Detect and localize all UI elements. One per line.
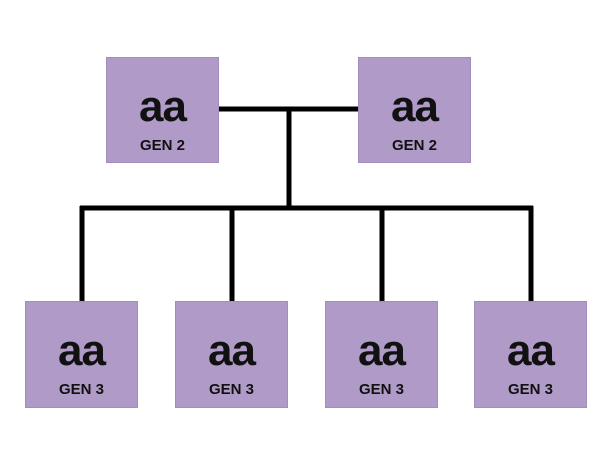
child-box: aa GEN 3	[25, 301, 138, 408]
parent-box: aa GEN 2	[106, 57, 219, 163]
parent-box: aa GEN 2	[358, 57, 471, 163]
genotype-label: aa	[208, 326, 256, 375]
child-box: aa GEN 3	[325, 301, 438, 408]
genotype-label: aa	[58, 326, 106, 375]
genotype-label: aa	[507, 326, 555, 375]
generation-label: GEN 2	[139, 137, 185, 154]
genotype-label: aa	[139, 82, 187, 131]
child-box: aa GEN 3	[175, 301, 288, 408]
child-box: aa GEN 3	[474, 301, 587, 408]
generation-label: GEN 2	[391, 137, 437, 154]
generation-label: GEN 3	[507, 381, 553, 398]
genotype-label: aa	[358, 326, 406, 375]
generation-label: GEN 3	[358, 381, 404, 398]
genotype-label: aa	[391, 82, 439, 131]
generation-label: GEN 3	[58, 381, 104, 398]
generation-label: GEN 3	[208, 381, 254, 398]
